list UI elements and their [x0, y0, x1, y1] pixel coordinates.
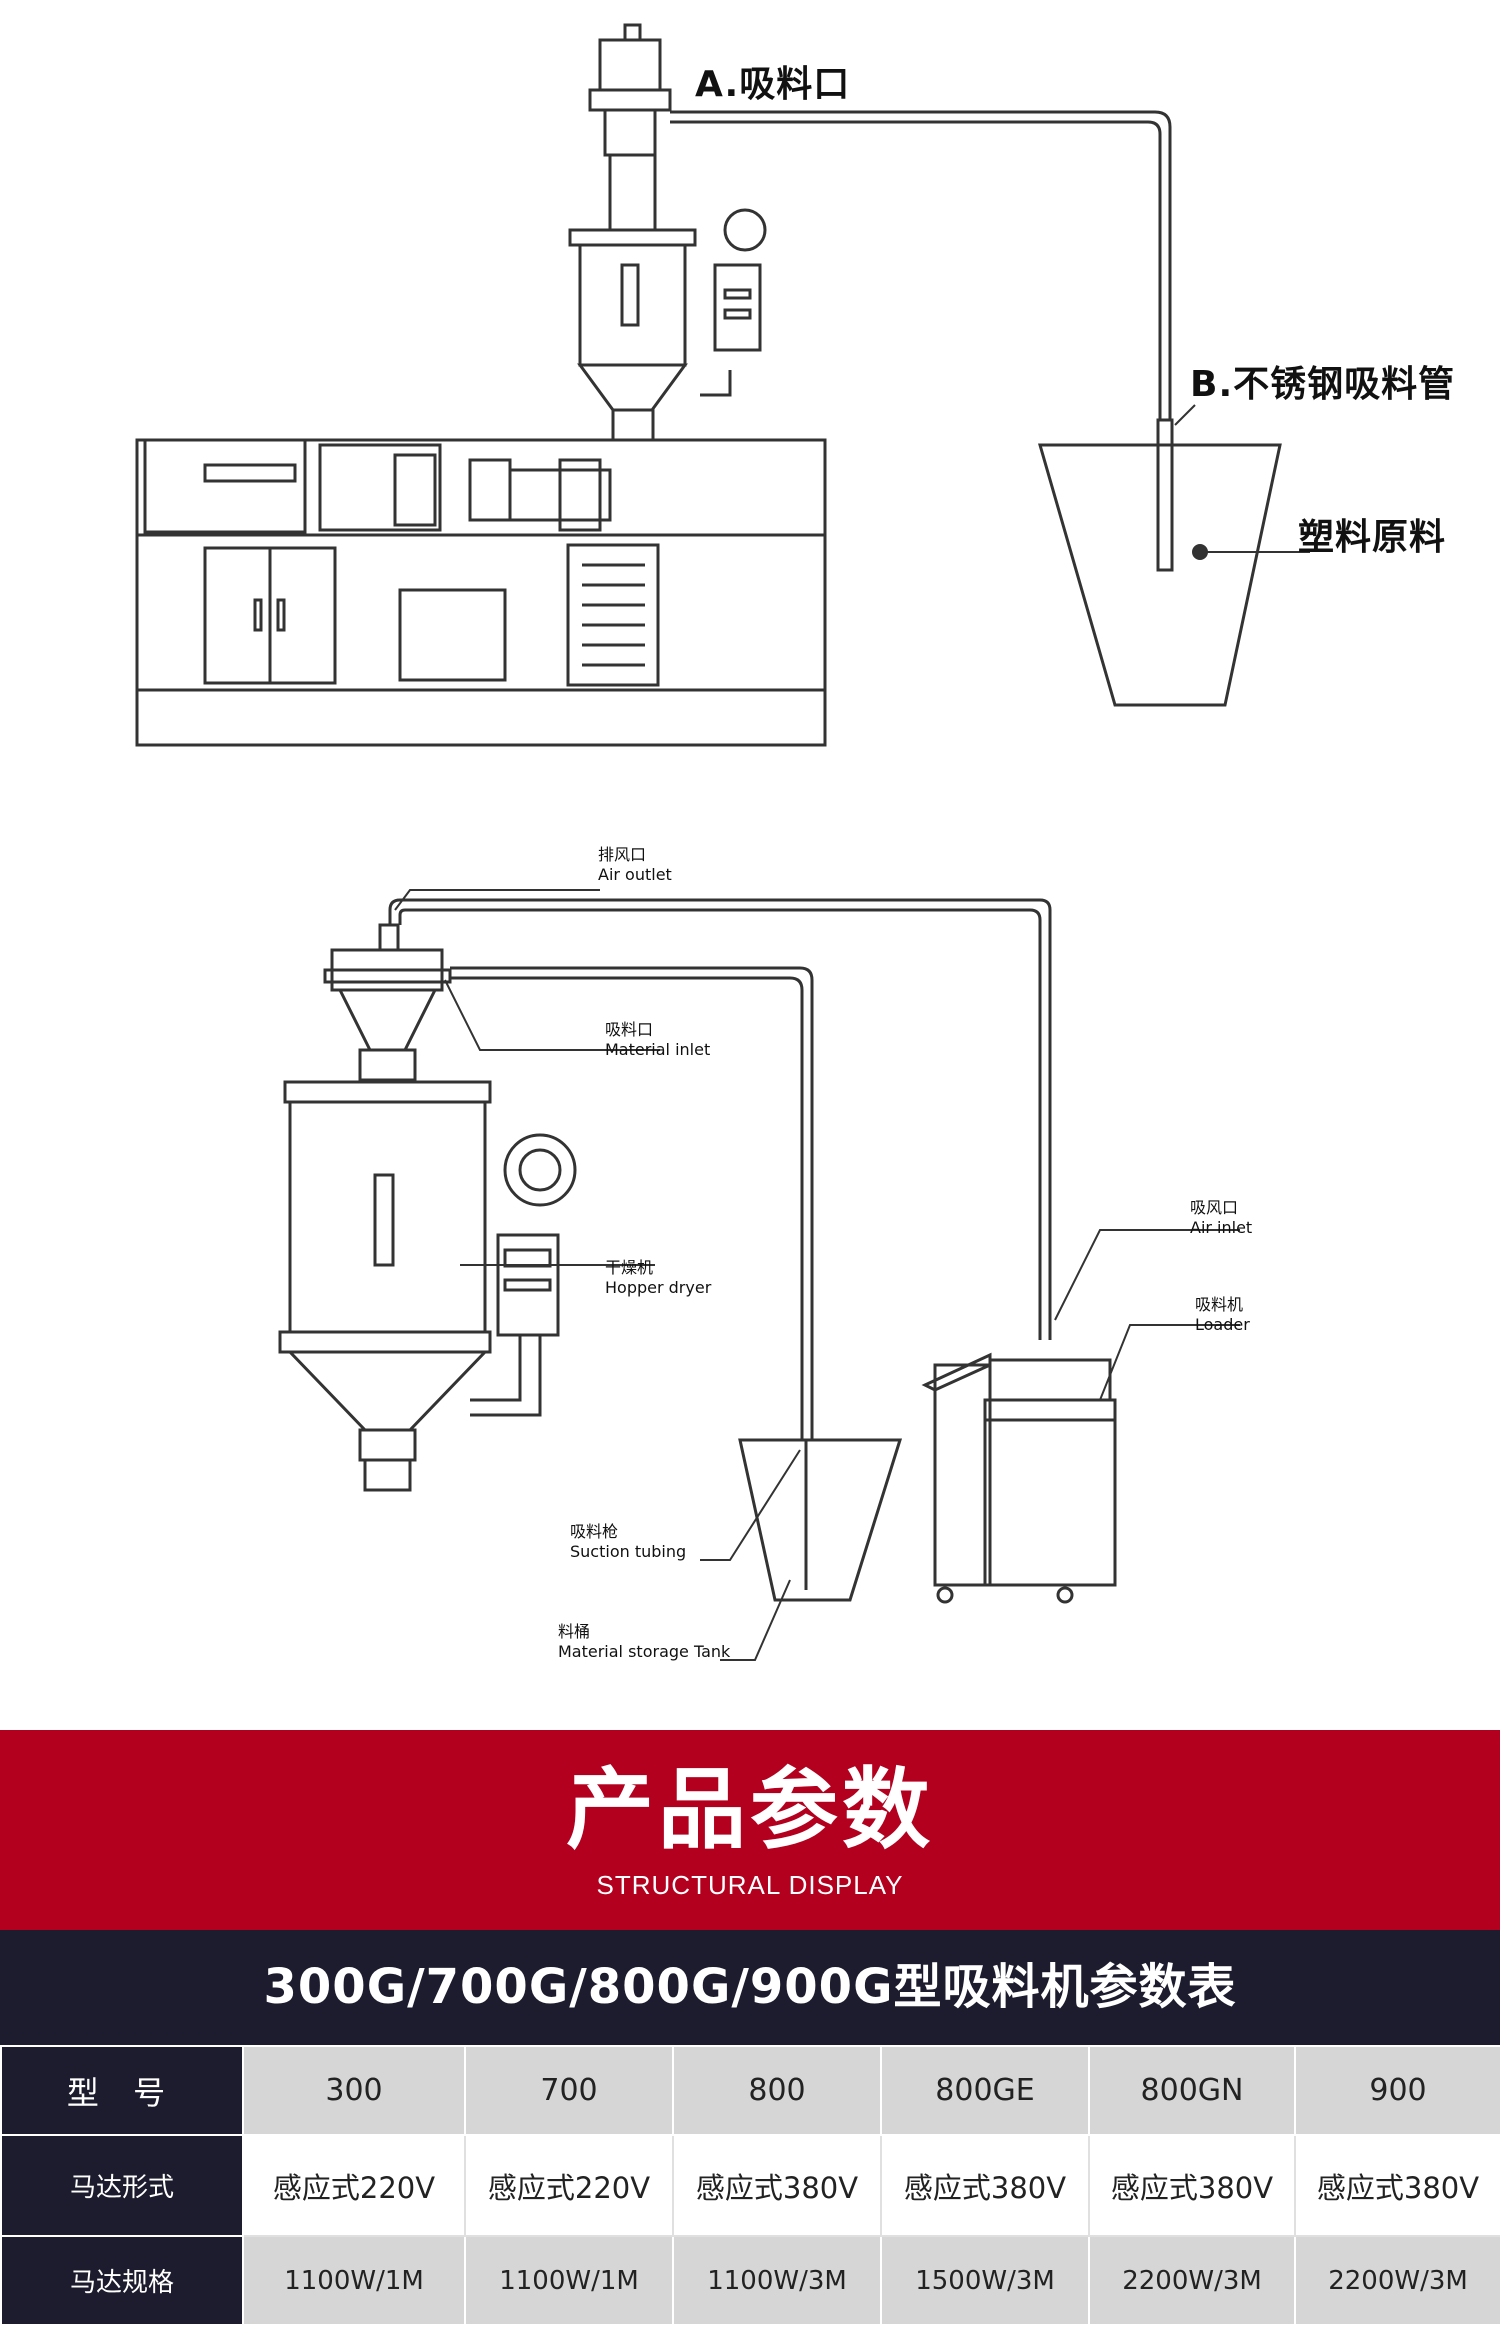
material-pipe: [450, 966, 814, 1440]
label-loader-cn: 吸料机: [1195, 1295, 1244, 1314]
table-row-model: 型 号 300 700 800 800GE 800GN 900: [0, 2045, 1500, 2136]
label-air-inlet-en: Air inlet: [1190, 1218, 1253, 1237]
banner-subtitle: STRUCTURAL DISPLAY: [596, 1870, 904, 1900]
label-hopper-dryer-en: Hopper dryer: [605, 1278, 712, 1297]
label-suction-tubing-cn: 吸料枪: [570, 1522, 619, 1541]
suction-pipe: [670, 110, 1172, 420]
label-hopper-dryer-cn: 干燥机: [605, 1258, 654, 1277]
table-cell: 感应式220V: [464, 2134, 674, 2237]
section-banner: 产品参数 STRUCTURAL DISPLAY: [0, 1730, 1500, 1930]
installation-diagram-bottom: 排风口 Air outlet 吸料口 Material inlet 吸风口 Ai…: [0, 800, 1500, 1730]
table-row-motor-spec: 马达规格 1100W/1M 1100W/1M 1100W/3M 1500W/3M…: [0, 2235, 1500, 2326]
dryer-loader-drawing: [278, 889, 1240, 1661]
table-cell: 1100W/1M: [464, 2235, 674, 2326]
dryer-control-box: [713, 263, 762, 352]
label-air-inlet-cn: 吸风口: [1190, 1198, 1239, 1217]
extruder-base: [135, 438, 827, 747]
loader-head: [988, 1358, 1112, 1402]
table-cell: 1100W/3M: [672, 2235, 882, 2326]
label-material-inlet: 吸料口 Material inlet: [605, 1020, 710, 1060]
label-storage-tank-cn: 料桶: [558, 1622, 591, 1641]
table-cell: 感应式380V: [1088, 2134, 1296, 2237]
storage-tank: [738, 1438, 903, 1602]
label-loader-en: Loader: [1195, 1315, 1250, 1334]
table-cell: 2200W/3M: [1088, 2235, 1296, 2326]
table-cell: 1500W/3M: [880, 2235, 1090, 2326]
row-header-model: 型 号: [0, 2045, 244, 2136]
label-suction-inlet: A.吸料口: [695, 64, 851, 105]
label-air-inlet: 吸风口 Air inlet: [1190, 1198, 1252, 1238]
table-cell: 800: [672, 2045, 882, 2136]
dryer-hopper: [578, 243, 687, 367]
label-suction-tubing: 吸料枪 Suction tubing: [570, 1522, 686, 1562]
banner-title: 产品参数: [565, 1758, 934, 1861]
loader-body: [983, 1418, 1117, 1587]
label-loader: 吸料机 Loader: [1195, 1295, 1250, 1335]
table-row-motor-type: 马达形式 感应式220V 感应式220V 感应式380V 感应式380V 感应式…: [0, 2134, 1500, 2237]
table-cell: 感应式380V: [672, 2134, 882, 2237]
table-cell: 感应式380V: [1294, 2134, 1500, 2237]
dryer-blower: [503, 1133, 577, 1207]
spec-table: 型 号 300 700 800 800GE 800GN 900 马达形式 感应式…: [0, 2045, 1500, 2326]
label-suction-tubing-en: Suction tubing: [570, 1542, 687, 1561]
hopper-dryer-body: [288, 1100, 487, 1334]
dryer-control-panel: [496, 1233, 560, 1337]
label-material-inlet-cn: 吸料口: [605, 1020, 654, 1039]
table-cell: 900: [1294, 2045, 1500, 2136]
blower: [723, 208, 767, 252]
installation-diagram-top: A.吸料口 B.不锈钢吸料管 塑料原料: [0, 0, 1500, 780]
table-cell: 感应式220V: [242, 2134, 466, 2237]
steel-suction-tube: [1156, 418, 1174, 572]
table-cell: 300: [242, 2045, 466, 2136]
label-steel-tube: B.不锈钢吸料管: [1190, 364, 1456, 405]
air-pipe: [388, 898, 1052, 1340]
extruder-loader-drawing: [135, 23, 1310, 747]
label-raw-material: 塑料原料: [1298, 517, 1447, 558]
label-air-outlet-en: Air outlet: [598, 865, 672, 884]
table-cell: 1100W/1M: [242, 2235, 466, 2326]
vacuum-loader: [598, 38, 662, 92]
table-cell: 700: [464, 2045, 674, 2136]
row-header-motor-spec: 马达规格: [0, 2235, 244, 2326]
table-cell: 2200W/3M: [1294, 2235, 1500, 2326]
label-material-inlet-en: Material inlet: [605, 1040, 711, 1059]
table-cell: 800GN: [1088, 2045, 1296, 2136]
material-bin: [1038, 443, 1282, 707]
label-storage-tank: 料桶 Material storage Tank: [558, 1622, 730, 1662]
label-air-outlet: 排风口 Air outlet: [598, 845, 672, 885]
label-storage-tank-en: Material storage Tank: [558, 1642, 731, 1661]
table-cell: 800GE: [880, 2045, 1090, 2136]
vent-panel: [566, 543, 660, 687]
label-hopper-dryer: 干燥机 Hopper dryer: [605, 1258, 711, 1298]
table-cell: 感应式380V: [880, 2134, 1090, 2237]
label-air-outlet-cn: 排风口: [598, 845, 647, 864]
row-header-motor-type: 马达形式: [0, 2134, 244, 2237]
material-marker: [1192, 544, 1208, 560]
spec-table-title: 300G/700G/800G/900G型吸料机参数表: [0, 1930, 1500, 2045]
loader-side-panel: [933, 1363, 992, 1587]
